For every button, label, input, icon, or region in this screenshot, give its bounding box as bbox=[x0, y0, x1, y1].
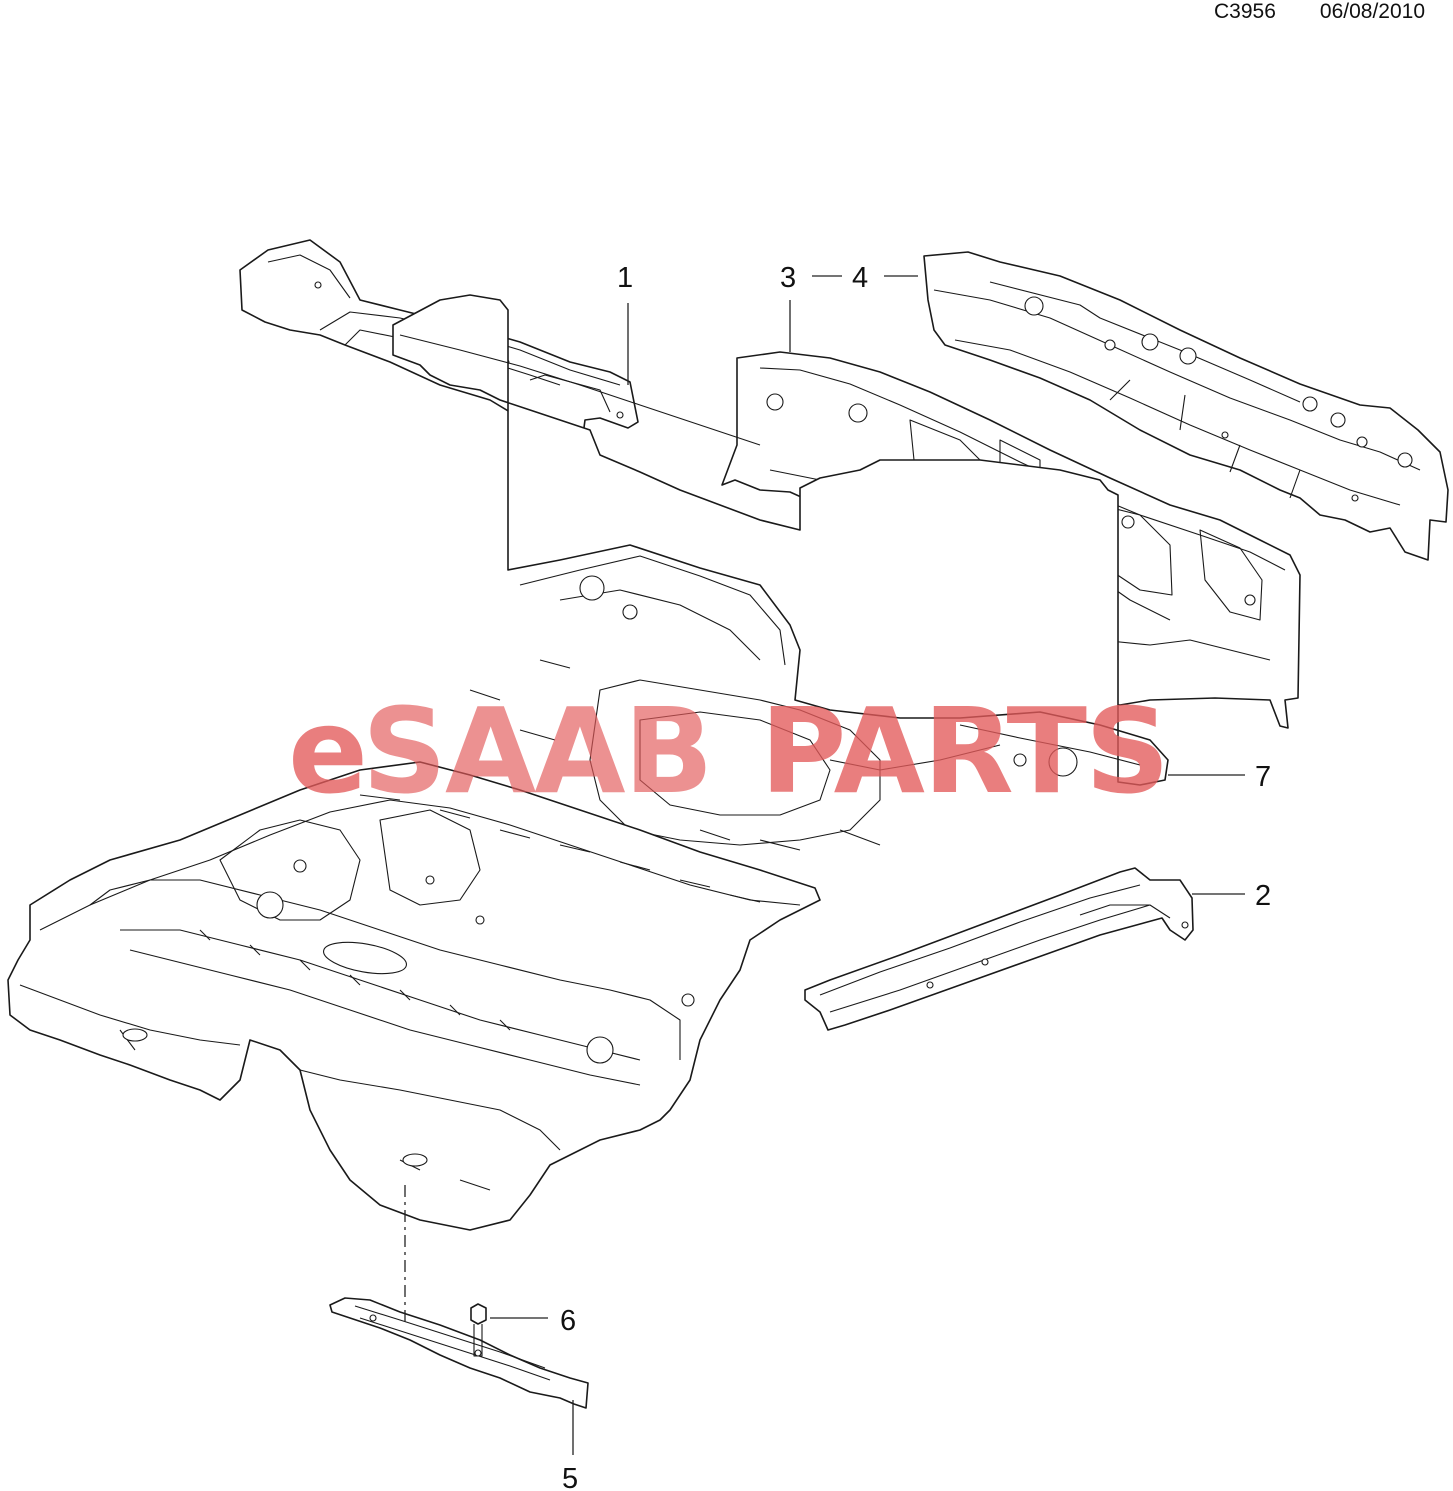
callout-6: 6 bbox=[560, 1305, 576, 1337]
callout-2: 2 bbox=[1255, 880, 1271, 912]
part-bolt[interactable] bbox=[470, 1303, 487, 1357]
part-rear-panel-outer[interactable] bbox=[923, 251, 1449, 561]
callout-7: 7 bbox=[1255, 761, 1271, 793]
callout-numbers: 1 2 3 4 5 6 7 bbox=[560, 262, 1271, 1491]
drawing-code: C3956 bbox=[1214, 0, 1276, 23]
watermark-logo: e SAAB PARTS bbox=[288, 682, 1170, 820]
callout-3: 3 bbox=[780, 262, 796, 294]
callout-1: 1 bbox=[617, 262, 633, 294]
watermark-suffix: PARTS bbox=[760, 682, 1168, 820]
watermark-prefix: e bbox=[288, 682, 366, 820]
watermark-main: SAAB bbox=[362, 682, 712, 820]
callout-4: 4 bbox=[852, 262, 868, 294]
part-rear-floor-spare-wheel-well[interactable] bbox=[392, 294, 1169, 851]
leader-lines bbox=[404, 275, 1245, 1455]
callout-5: 5 bbox=[562, 1463, 578, 1491]
drawing-header: C3956 06/08/2010 bbox=[1214, 0, 1425, 24]
drawing-date: 06/08/2010 bbox=[1319, 0, 1425, 23]
part-side-rail[interactable] bbox=[804, 867, 1194, 1031]
part-front-floor-pan bbox=[7, 761, 821, 1231]
part-floor-reinforcement-bracket[interactable] bbox=[329, 1297, 589, 1409]
